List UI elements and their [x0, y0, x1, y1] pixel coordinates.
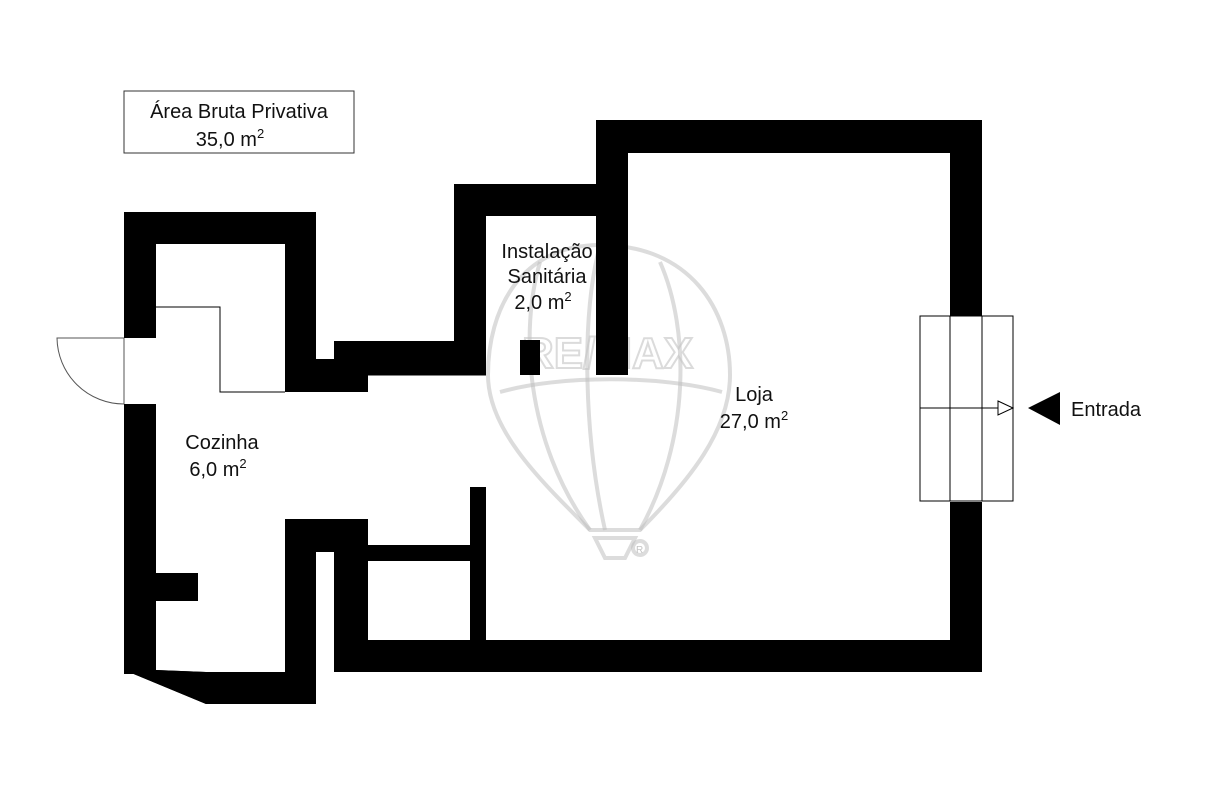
instalacao-line1: Instalação: [501, 241, 592, 263]
entrance-arrow-icon: [1028, 392, 1060, 425]
instalacao-line2: Sanitária: [508, 266, 588, 288]
entrance-marker: Entrada: [1028, 392, 1142, 425]
kitchen-counter: [156, 306, 486, 393]
walls: [124, 120, 982, 704]
room-label-loja: Loja 27,0 m2: [720, 384, 788, 433]
room-label-cozinha: Cozinha 6,0 m2: [185, 432, 259, 481]
entrance-steps: [919, 315, 1015, 502]
side-door: [56, 337, 125, 405]
remax-watermark: RE/MAX R: [485, 242, 733, 560]
summary-title: Área Bruta Privativa: [150, 100, 329, 123]
loja-name: Loja: [735, 384, 774, 406]
summary-area: 35,0 m2: [196, 126, 264, 151]
entrance-label: Entrada: [1071, 399, 1142, 421]
instalacao-area: 2,0 m2: [514, 289, 571, 314]
cozinha-name: Cozinha: [185, 432, 259, 454]
area-summary-box: Área Bruta Privativa 35,0 m2: [123, 90, 355, 154]
cozinha-area: 6,0 m2: [189, 456, 246, 481]
room-label-instalacao: Instalação Sanitária 2,0 m2: [501, 241, 592, 314]
loja-area: 27,0 m2: [720, 408, 788, 433]
watermark-registered-mark: R: [636, 545, 643, 556]
